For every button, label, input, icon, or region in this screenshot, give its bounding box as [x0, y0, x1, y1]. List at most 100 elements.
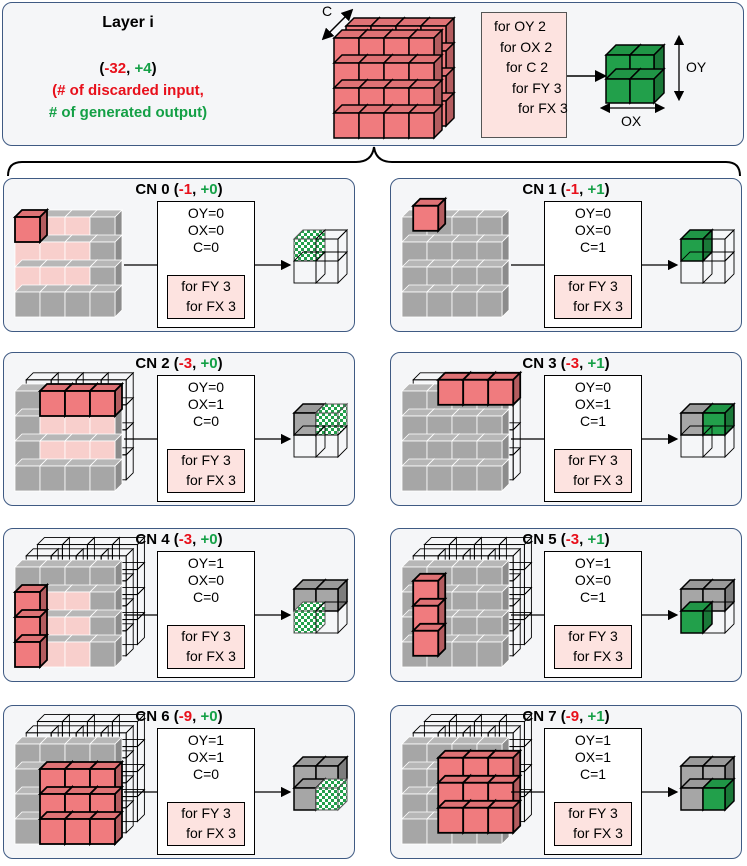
loop-fy: for FY 3	[568, 805, 618, 821]
loop-fx: for FX 3	[573, 825, 623, 841]
node-generated: +0	[200, 355, 218, 372]
input-cell	[476, 634, 510, 668]
node-generated: +0	[200, 708, 218, 725]
node-diagram	[401, 536, 736, 668]
ox-axis-label: OX	[621, 113, 642, 129]
loop-fy: for FY 3	[181, 628, 231, 644]
input-cell	[476, 458, 510, 492]
layer-loop-line: for OX 2	[500, 38, 553, 55]
node-discarded: -3	[565, 355, 580, 372]
layer-loop-line: for FY 3	[512, 79, 562, 96]
node-coord-c: C=0	[192, 413, 220, 429]
layer-diagram: C OY OX	[7, 3, 741, 177]
node-generated: +0	[200, 181, 218, 198]
node-name: CN 3	[522, 355, 557, 372]
node-coord-oy: OY=0	[574, 379, 612, 395]
c-axis-label: C	[322, 3, 332, 19]
compute-node-title: CN 3 (-3, +1)	[522, 355, 610, 372]
compute-node-title: CN 4 (-3, +0)	[135, 531, 223, 548]
node-coord-ox: OX=0	[574, 572, 612, 588]
active-input-cell	[87, 381, 125, 419]
loop-fx: for FX 3	[186, 648, 236, 664]
node-discarded: -9	[565, 708, 580, 725]
node-generated: +0	[200, 531, 218, 548]
node-coord-oy: OY=1	[187, 732, 225, 748]
pending-output-cell	[314, 250, 349, 285]
node-inner-loops: for FY 3 for FX 3	[554, 802, 632, 846]
loop-fy: for FY 3	[181, 278, 231, 294]
loop-fx: for FX 3	[573, 648, 623, 664]
pending-output-cell	[701, 600, 736, 635]
node-coord-c: C=0	[192, 239, 220, 255]
node-inner-loops: for FY 3 for FX 3	[167, 802, 245, 846]
active-input-cell	[12, 207, 50, 245]
active-input-cell	[486, 798, 523, 835]
loop-fy: for FY 3	[568, 278, 618, 294]
node-coord-c: C=0	[192, 589, 220, 605]
input-cell	[89, 559, 123, 593]
node-name: CN 6	[135, 708, 170, 725]
node-name: CN 1	[522, 181, 557, 198]
layer-loop-line: for OY 2	[494, 18, 546, 34]
node-diagram	[12, 207, 349, 318]
node-inner-loops: for FY 3 for FX 3	[167, 275, 245, 319]
pending-output-cell	[314, 424, 349, 459]
compute-node-title: CN 2 (-3, +0)	[135, 355, 223, 372]
layer-title: Layer i	[102, 14, 154, 31]
active-input-cell	[411, 621, 448, 658]
oy-axis-label: OY	[686, 59, 707, 75]
node-coord-oy: OY=0	[187, 379, 225, 395]
node-coord-ox: OX=1	[187, 396, 225, 412]
loop-fy: for FY 3	[181, 805, 231, 821]
node-coord-c: C=1	[579, 413, 607, 429]
node-discarded: -1	[178, 181, 193, 198]
loop-fx: for FX 3	[186, 298, 236, 314]
node-generated: +1	[587, 531, 605, 548]
partial-output-cell	[314, 777, 349, 812]
node-discarded: -1	[565, 181, 580, 198]
output-cube-cell	[628, 67, 666, 105]
node-coord-c: C=1	[579, 589, 607, 605]
node-diagram	[12, 536, 349, 670]
node-discarded: -9	[178, 708, 193, 725]
node-diagram	[401, 713, 736, 845]
node-coord-oy: OY=0	[187, 205, 225, 221]
node-coord-ox: OX=0	[187, 222, 225, 238]
loop-fy: for FY 3	[181, 452, 231, 468]
compute-node-title: CN 6 (-9, +0)	[135, 708, 223, 725]
input-cell	[14, 811, 48, 845]
pending-output-cell	[701, 250, 736, 285]
node-generated: +1	[587, 708, 605, 725]
loop-fx: for FX 3	[186, 825, 236, 841]
input-cell	[89, 634, 123, 668]
active-input-cell	[411, 196, 448, 233]
node-discarded: -3	[178, 531, 193, 548]
node-name: CN 2	[135, 355, 170, 372]
node-coord-oy: OY=1	[187, 555, 225, 571]
node-name: CN 4	[135, 531, 170, 548]
layer-generated: +4	[134, 60, 152, 77]
input-cell	[476, 284, 510, 318]
node-coord-ox: OX=1	[574, 749, 612, 765]
active-input-cell	[12, 632, 50, 670]
node-discarded: -3	[178, 355, 193, 372]
node-name: CN 7	[522, 708, 557, 725]
loop-fx: for FX 3	[573, 472, 623, 488]
node-coord-c: C=1	[579, 766, 607, 782]
node-coord-ox: OX=1	[187, 749, 225, 765]
loop-fy: for FY 3	[568, 628, 618, 644]
